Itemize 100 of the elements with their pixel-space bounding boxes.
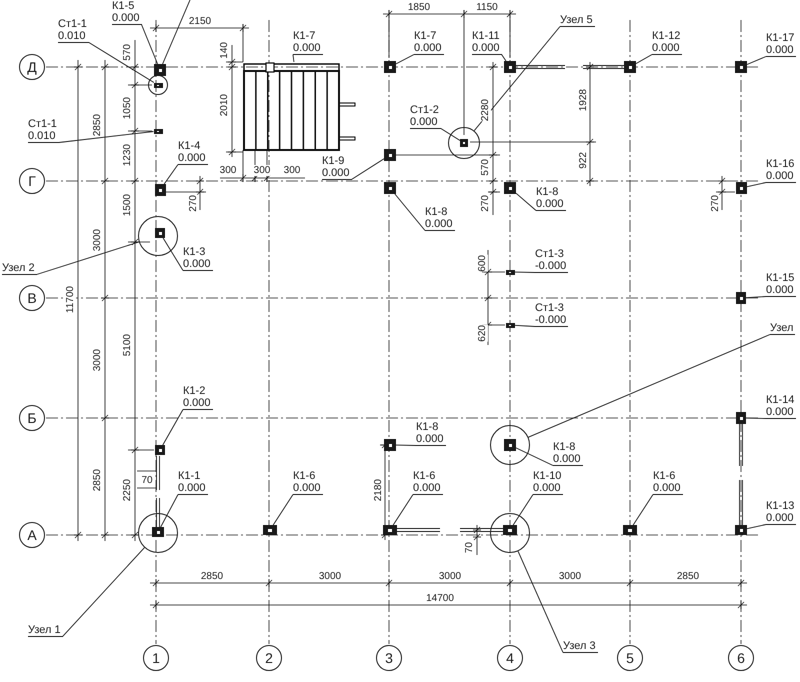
elevation-value: 0.000	[410, 116, 441, 129]
dimension-value: 3000	[558, 570, 582, 582]
dimension-value: 1850	[408, 2, 430, 12]
mark-label: К1-8	[553, 441, 576, 453]
elevation-value: -0.000	[535, 314, 568, 327]
axis-bubble: 3	[376, 645, 402, 671]
detail-circle	[490, 425, 530, 465]
dimension-value: 1230	[122, 144, 132, 166]
mark-label: К1-13	[766, 500, 796, 512]
column-symbol	[384, 439, 396, 451]
elevation-value: 0.000	[322, 167, 352, 180]
dimension-value: 1150	[476, 2, 498, 12]
dimension-value: 3000	[318, 570, 342, 582]
column-symbol	[154, 64, 166, 76]
mark-label: К1-6	[653, 470, 676, 482]
elevation-value: 0.010	[28, 130, 59, 143]
mark-label: К1-11	[472, 30, 501, 42]
leader-line	[636, 54, 652, 64]
column-symbol	[503, 525, 517, 535]
mark-label: Ст1-2	[410, 104, 440, 116]
mark-label: К1-7	[414, 30, 438, 42]
elevation-value: -0.000	[535, 260, 568, 273]
dimension-value: 2150	[188, 16, 212, 26]
dimension-value: 140	[218, 42, 230, 58]
mark-label: К1-14	[766, 394, 796, 406]
mark-label: К1-2	[183, 385, 206, 397]
dimension-value: 2850	[92, 468, 102, 492]
dimension-value: 922	[578, 152, 588, 168]
column-symbol	[154, 128, 162, 134]
leader-line	[518, 550, 564, 653]
mark-label: К1-1	[178, 470, 202, 482]
leader-line	[162, 409, 184, 446]
mark-label: Ст1-1	[58, 18, 88, 30]
dimension-value: 1500	[122, 194, 132, 216]
detail-reference: Узел	[770, 322, 796, 335]
leader-line	[62, 547, 145, 637]
elevation-value: 0.000	[472, 42, 502, 55]
dimension-value: 270	[480, 194, 490, 212]
dimension-value: 3000	[438, 570, 462, 582]
column-symbol	[736, 182, 746, 194]
column-symbol	[384, 182, 396, 194]
leader-line	[272, 494, 294, 526]
detail-circle	[490, 513, 530, 553]
axis-bubble: Б	[19, 405, 45, 431]
leader-line	[514, 324, 536, 327]
detail-circle	[138, 216, 178, 256]
elevation-value: 0.000	[112, 12, 142, 25]
leader-line	[396, 444, 416, 446]
mark-label: К1-8	[425, 206, 448, 218]
dimension-value: 570	[122, 44, 132, 60]
elevation-value: 0.010	[58, 30, 89, 43]
leader-line	[394, 194, 426, 231]
leader-line	[162, 238, 184, 271]
leader-line	[501, 54, 506, 62]
leader-line	[514, 272, 536, 273]
column-symbol	[506, 322, 514, 328]
mark-label: К1-6	[413, 470, 436, 482]
elevation-value: 0.000	[553, 453, 583, 466]
column-symbol	[155, 228, 165, 238]
leader-line	[396, 54, 414, 64]
column-symbol	[504, 182, 516, 194]
column-symbol	[154, 82, 162, 88]
elevation-value: 0.000	[413, 482, 443, 495]
dimension-value: 620	[476, 324, 488, 342]
axis-bubble: 5	[617, 645, 643, 671]
dimension-value: 3000	[92, 348, 102, 372]
elevation-value: 0.000	[425, 218, 455, 231]
column-symbol	[506, 270, 514, 274]
leader-line	[512, 494, 534, 526]
dimension-value: 3000	[92, 228, 102, 252]
leader-line	[351, 158, 384, 180]
dimension-value: 600	[476, 254, 488, 272]
elevation-value: 0.000	[766, 512, 796, 525]
axis-bubble: В	[19, 285, 45, 311]
leader-line	[516, 447, 554, 466]
detail-reference: Узел 5	[560, 14, 595, 27]
column-symbol	[152, 527, 164, 537]
mark-label: К1-3	[183, 246, 206, 258]
leader-line	[141, 24, 158, 64]
elevation-value: 0.000	[178, 152, 208, 165]
column-symbol	[384, 61, 396, 73]
axis-bubble: А	[19, 522, 45, 548]
dimension-value: 70	[464, 542, 474, 554]
column-symbol	[263, 525, 277, 535]
leader-line	[746, 56, 766, 65]
elevation-value: 0.000	[178, 482, 208, 495]
column-symbol	[504, 439, 516, 451]
column-symbol	[735, 525, 747, 535]
elevation-value: 0.000	[766, 284, 796, 297]
grating-drawing	[243, 62, 356, 152]
dimension-value: 11700	[64, 286, 76, 314]
mark-label: К1-6	[293, 470, 316, 482]
axis-bubble: 4	[497, 645, 523, 671]
dimension-value: 5100	[122, 334, 132, 356]
dimension-value: 570	[480, 158, 490, 176]
leader-line	[474, 26, 560, 132]
dimension-value: 300	[220, 164, 236, 176]
column-symbol	[384, 149, 396, 161]
dimension-value: 70	[141, 474, 153, 486]
leader-line	[162, 0, 190, 64]
